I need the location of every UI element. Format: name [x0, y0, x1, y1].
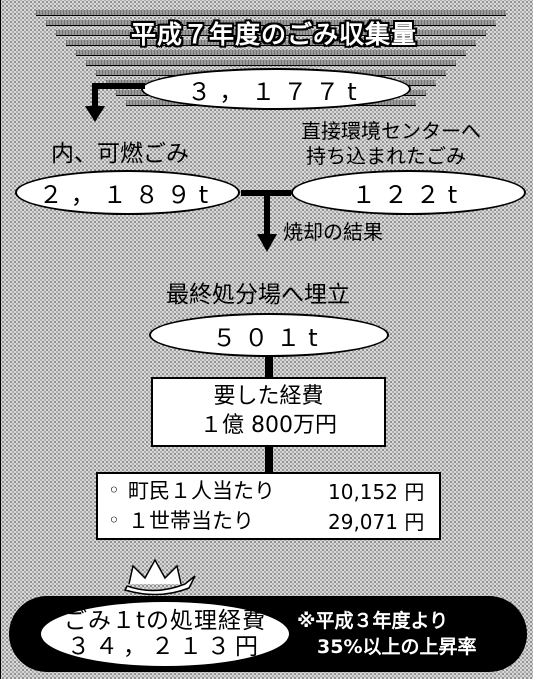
crown-icon: [123, 558, 196, 596]
funnel-stripe: [36, 10, 506, 16]
direct-value: １２２t: [351, 181, 466, 209]
cost-value: １億 800万円: [200, 413, 337, 438]
note-line1: ※平成３年度より: [297, 610, 449, 632]
burnable-value: ２，１８９t: [38, 181, 217, 209]
landfill-ellipse: ５０１t: [149, 313, 389, 357]
diagram-title: 平成７年度のごみ収集量: [131, 20, 418, 49]
incineration-label: 焼却の結果: [283, 220, 383, 244]
landfill-value: ５０１t: [212, 323, 326, 352]
per-household-value: 29,071 円: [328, 510, 425, 534]
total-ellipse: ３，１７７t: [141, 68, 411, 110]
cost-box: 要した経費 １億 800万円: [151, 377, 386, 447]
burnable-label: 内、可燃ごみ: [51, 141, 189, 167]
burnable-ellipse: ２，１８９t: [15, 170, 240, 215]
unit-cost-ellipse: ごみ１tの処理経費 ３４，２１３円: [39, 600, 291, 668]
unit-cost-label: ごみ１tの処理経費: [63, 607, 267, 634]
funnel-stripe: [76, 50, 466, 56]
cost-label: 要した経費: [213, 384, 324, 409]
note-line2: 35%以上の上昇率: [317, 636, 477, 658]
connector-to-cost: [265, 357, 273, 377]
unit-cost-value: ３４，２１３円: [67, 634, 263, 660]
total-value: ３，１７７t: [187, 77, 365, 106]
connector-to-breakdown: [265, 447, 273, 472]
per-household-label: １世帯当たり: [128, 509, 254, 533]
per-person-value: 10,152 円: [328, 480, 425, 504]
elbow-arrow: [85, 83, 145, 122]
funnel-stripe: [86, 60, 456, 66]
direct-ellipse: １２２t: [291, 170, 526, 215]
funnel-stripe: [56, 30, 486, 36]
funnel-stripe: [66, 40, 476, 46]
landfill-label: 最終処分場へ埋立: [166, 282, 350, 308]
breakdown-box: ◦ 町民１人当たり 10,152 円 ◦ １世帯当たり 29,071 円: [96, 472, 441, 540]
funnel-stripe: [46, 20, 496, 26]
direct-label-line1: 直接環境センターへ: [301, 119, 481, 143]
merge-connector: [241, 190, 291, 196]
direct-label-line2: 持ち込まれたごみ: [306, 144, 466, 168]
per-person-label: 町民１人当たり: [128, 479, 275, 503]
down-arrow-incineration: [257, 196, 277, 252]
per-household-bullet: ◦: [108, 508, 120, 532]
per-person-bullet: ◦: [108, 478, 120, 502]
